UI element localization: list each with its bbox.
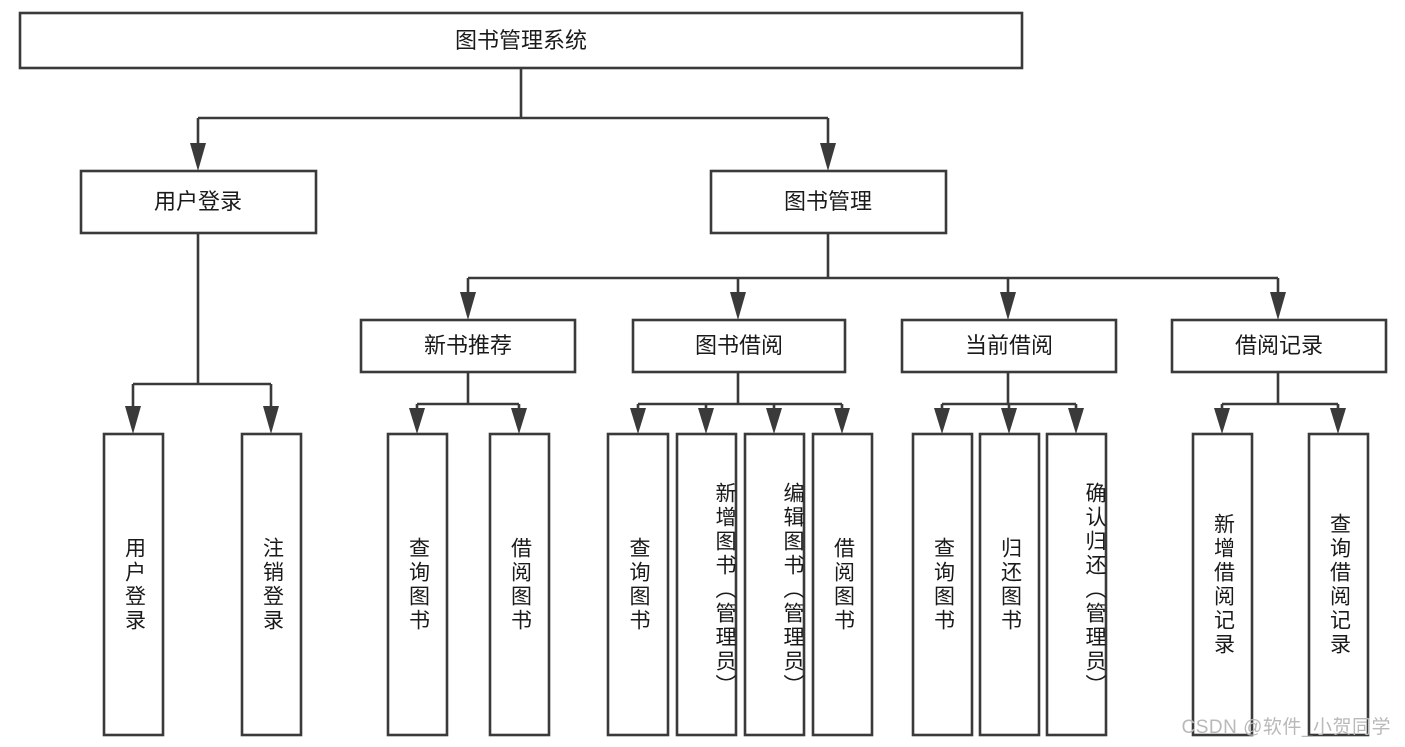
leaf-box-bb-borrow[interactable] (811, 432, 874, 737)
node-book-borrow-box[interactable] (631, 318, 847, 374)
arrow-to-borrow-records (1270, 292, 1286, 320)
node-book-borrow-label: 图书借阅 (695, 333, 783, 358)
arrow-to-leaf-nb-borrow (511, 408, 527, 434)
leaf-box-nb-query[interactable] (386, 432, 449, 737)
arrow-to-leaf-br-query (1330, 408, 1346, 434)
leaf-box-user-login[interactable] (102, 432, 165, 737)
node-book-manage-label: 图书管理 (784, 189, 872, 214)
node-layer: 图书管理系统 用户登录 图书管理 新书推荐 图书借阅 当前借阅 借阅记录 (18, 11, 1388, 737)
arrow-to-leaf-cb-confirm (1068, 408, 1084, 434)
node-new-book-label: 新书推荐 (424, 333, 512, 358)
arrow-to-current-borrow (1000, 292, 1016, 320)
connector-layer (125, 68, 1346, 434)
node-user-login-label: 用户登录 (154, 189, 242, 214)
arrow-to-leaf-bb-borrow (834, 408, 850, 434)
node-root-label: 图书管理系统 (455, 28, 587, 53)
leaf-box-nb-borrow[interactable] (488, 432, 551, 737)
arrow-to-leaf-logout (263, 406, 279, 434)
arrow-to-leaf-cb-query (934, 408, 950, 434)
arrow-to-leaf-br-add (1214, 408, 1230, 434)
leaf-box-bb-query[interactable] (606, 432, 670, 737)
node-user-login-box[interactable] (79, 169, 318, 235)
leaf-box-cb-query[interactable] (911, 432, 974, 737)
arrow-to-leaf-user-login (125, 406, 141, 434)
node-current-borrow-label: 当前借阅 (965, 333, 1053, 358)
node-borrow-records-box[interactable] (1170, 318, 1388, 374)
arrow-to-leaf-bb-query (630, 408, 646, 434)
node-root-box[interactable] (18, 11, 1024, 70)
node-new-book-box[interactable] (359, 318, 577, 374)
arrow-to-book-borrow (730, 292, 746, 320)
arrow-to-leaf-bb-add (698, 408, 714, 434)
arrow-to-leaf-bb-edit (766, 408, 782, 434)
arrow-to-book-manage (820, 143, 836, 171)
leaf-box-bb-add[interactable] (675, 432, 738, 737)
leaf-box-bb-edit[interactable] (743, 432, 806, 737)
leaf-box-cb-confirm[interactable] (1045, 432, 1108, 737)
watermark-text: CSDN @软件_小贺同学 (1181, 717, 1391, 738)
leaf-box-br-query[interactable] (1307, 432, 1370, 737)
node-borrow-records-label: 借阅记录 (1235, 333, 1323, 358)
arrow-to-leaf-nb-query (409, 408, 425, 434)
leaf-box-logout[interactable] (240, 432, 303, 737)
arrow-to-user-login (190, 143, 206, 171)
leaf-box-br-add[interactable] (1191, 432, 1254, 737)
node-current-borrow-box[interactable] (900, 318, 1118, 374)
arrow-to-new-book (460, 292, 476, 320)
leaf-box-cb-return[interactable] (978, 432, 1041, 737)
arrow-to-leaf-cb-return (1001, 408, 1017, 434)
node-book-manage-box[interactable] (709, 169, 948, 235)
